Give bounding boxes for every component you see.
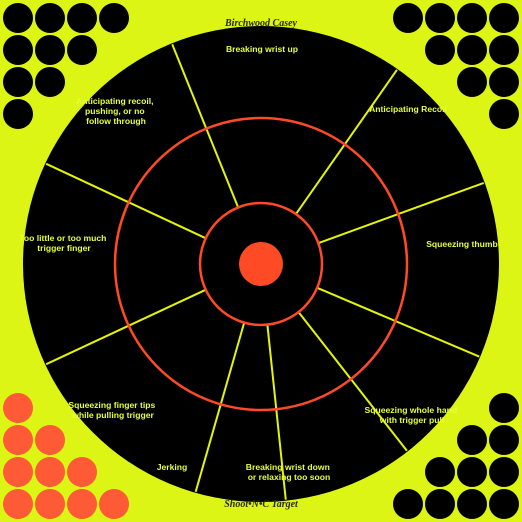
repair-dot-orange	[3, 425, 33, 455]
repair-dot-black	[457, 425, 487, 455]
zone-label-bottom-center: Breaking wrist down or relaxing too soon	[246, 462, 332, 482]
sector-line	[45, 289, 206, 366]
repair-dot-black	[35, 3, 65, 33]
zone-label-top: Breaking wrist up	[226, 44, 298, 54]
repair-dot-black	[67, 35, 97, 65]
repair-dot-black	[35, 35, 65, 65]
sector-line	[295, 69, 398, 214]
sector-line	[45, 162, 206, 239]
repair-dot-orange	[3, 457, 33, 487]
zone-label-top-right: Anticipating Recoil	[369, 104, 447, 114]
zone-label-lower-left-line-2: while pulling trigger	[71, 410, 154, 420]
repair-dot-orange	[67, 489, 97, 519]
repair-dot-orange	[35, 489, 65, 519]
repair-dot-black	[425, 3, 455, 33]
bullseye	[239, 242, 283, 286]
zone-label-bottom-right: Squeezing whole hand with trigger pull	[364, 405, 459, 425]
repair-dot-black	[457, 67, 487, 97]
inner-scoring-ring	[198, 201, 324, 327]
sector-line	[171, 43, 239, 207]
repair-dot-orange	[3, 393, 33, 423]
zone-label-lower-left-line-1: Squeezing finger tips	[68, 400, 155, 410]
repair-dot-black	[425, 35, 455, 65]
repair-dot-black	[457, 489, 487, 519]
sector-line	[318, 182, 485, 244]
zone-label-upper-left-line-3: follow through	[86, 116, 146, 126]
repair-dot-black	[3, 35, 33, 65]
sector-line	[298, 312, 408, 452]
zone-label-left-line-2: trigger finger	[37, 243, 91, 253]
repair-dot-black	[489, 35, 519, 65]
repair-dot-black	[489, 99, 519, 129]
zone-label-bottom-right-line-1: Squeezing whole hand	[364, 405, 457, 415]
repair-dot-black	[3, 67, 33, 97]
sector-line	[317, 287, 480, 358]
repair-dot-orange	[35, 457, 65, 487]
repair-dot-black	[393, 489, 423, 519]
brand-bottom-label: Shoot•N•C Target	[224, 499, 299, 510]
zone-label-upper-left-line-1: Anticipating recoil,	[76, 96, 153, 106]
repair-dot-black	[67, 3, 97, 33]
zone-label-upper-left: Anticipating recoil, pushing, or no foll…	[76, 96, 156, 126]
zone-label-bottom-center-line-2: or relaxing too soon	[248, 472, 331, 482]
repair-dot-orange	[35, 425, 65, 455]
zone-label-jerking: Jerking	[157, 462, 188, 472]
repair-dot-black	[35, 67, 65, 97]
sector-lines	[45, 43, 485, 500]
repair-dots	[3, 3, 519, 519]
repair-dot-orange	[99, 489, 129, 519]
repair-dot-black	[489, 425, 519, 455]
zone-label-upper-left-line-2: pushing, or no	[85, 106, 145, 116]
zone-label-bottom-right-line-2: with trigger pull	[379, 415, 444, 425]
repair-dot-black	[99, 3, 129, 33]
zone-label-left: Too little or too much trigger finger	[19, 233, 109, 253]
repair-dot-black	[489, 393, 519, 423]
repair-dot-black	[425, 489, 455, 519]
repair-dot-black	[489, 67, 519, 97]
zone-label-left-line-1: Too little or too much	[19, 233, 106, 243]
repair-dot-black	[489, 489, 519, 519]
repair-dot-black	[457, 457, 487, 487]
repair-dot-black	[489, 457, 519, 487]
repair-dot-black	[425, 457, 455, 487]
repair-dot-black	[393, 3, 423, 33]
zone-label-bottom-center-line-1: Breaking wrist down	[246, 462, 330, 472]
zone-label-lower-left: Squeezing finger tips while pulling trig…	[68, 400, 157, 420]
sector-line	[194, 323, 245, 493]
repair-dot-black	[3, 99, 33, 129]
brand-top-label: Birchwood Casey	[224, 18, 298, 29]
repair-dot-orange	[3, 489, 33, 519]
zone-label-right: Squeezing thumb	[426, 239, 498, 249]
repair-dot-black	[3, 3, 33, 33]
repair-dot-black	[457, 35, 487, 65]
repair-dot-black	[457, 3, 487, 33]
repair-dot-black	[489, 3, 519, 33]
outer-scoring-ring	[113, 116, 409, 412]
sector-line	[266, 325, 287, 500]
repair-dot-orange	[67, 457, 97, 487]
